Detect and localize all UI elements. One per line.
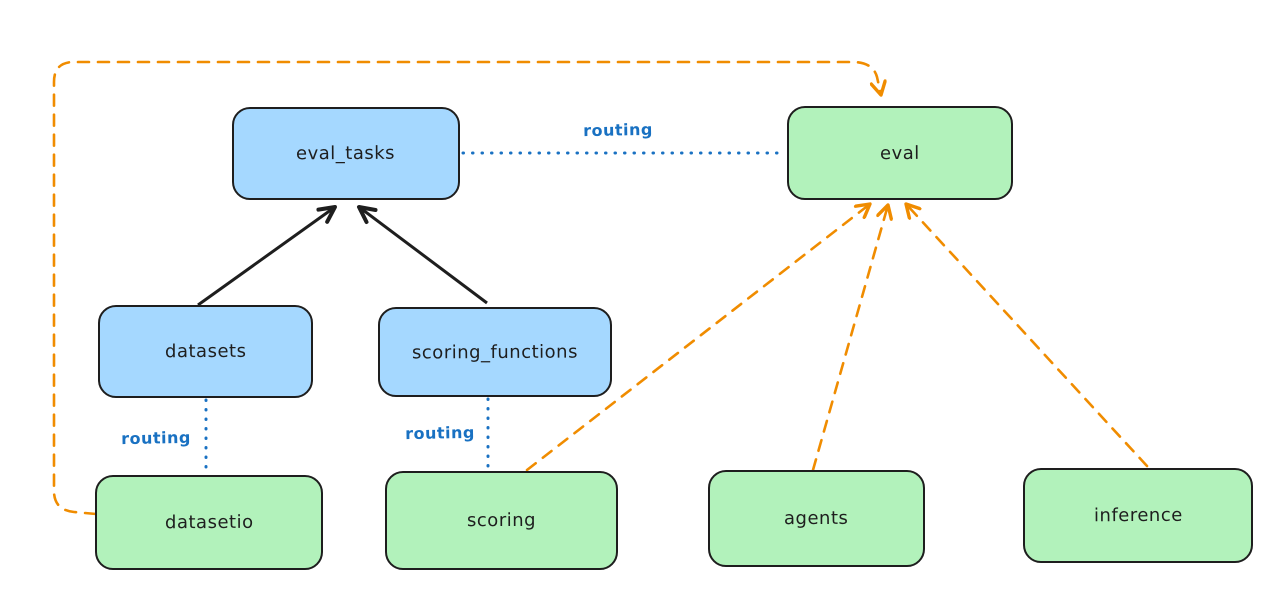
edge-inference-to-eval [906,204,1149,468]
routing-label-scoring: routing [404,422,476,444]
node-datasetio-label: datasetio [164,511,254,534]
node-agents: agents [708,470,925,567]
node-scoring: scoring [385,471,618,570]
node-datasets-label: datasets [164,340,247,363]
routing-label-top: routing [582,119,654,141]
edge-scoring-to-eval [525,204,870,472]
edge-agents-to-eval [811,205,888,472]
node-scoring-label: scoring [466,509,537,532]
routing-label-datasets: routing [120,427,192,449]
node-scoring-functions: scoring_functions [378,307,612,397]
node-eval-tasks: eval_tasks [232,107,460,200]
node-eval-label: eval [880,142,920,164]
node-inference-label: inference [1093,504,1183,527]
node-agents-label: agents [784,507,849,530]
node-datasets: datasets [98,305,313,398]
node-inference: inference [1023,468,1253,563]
node-scoring-functions-label: scoring_functions [411,341,579,363]
edge-datasetio-to-eval-loop [52,60,881,516]
node-eval-tasks-label: eval_tasks [296,142,396,165]
edge-datasets-to-eval-tasks [197,205,337,307]
edge-scoring-functions-to-eval-tasks [357,205,488,305]
node-datasetio: datasetio [95,475,323,570]
node-eval: eval [787,106,1013,200]
